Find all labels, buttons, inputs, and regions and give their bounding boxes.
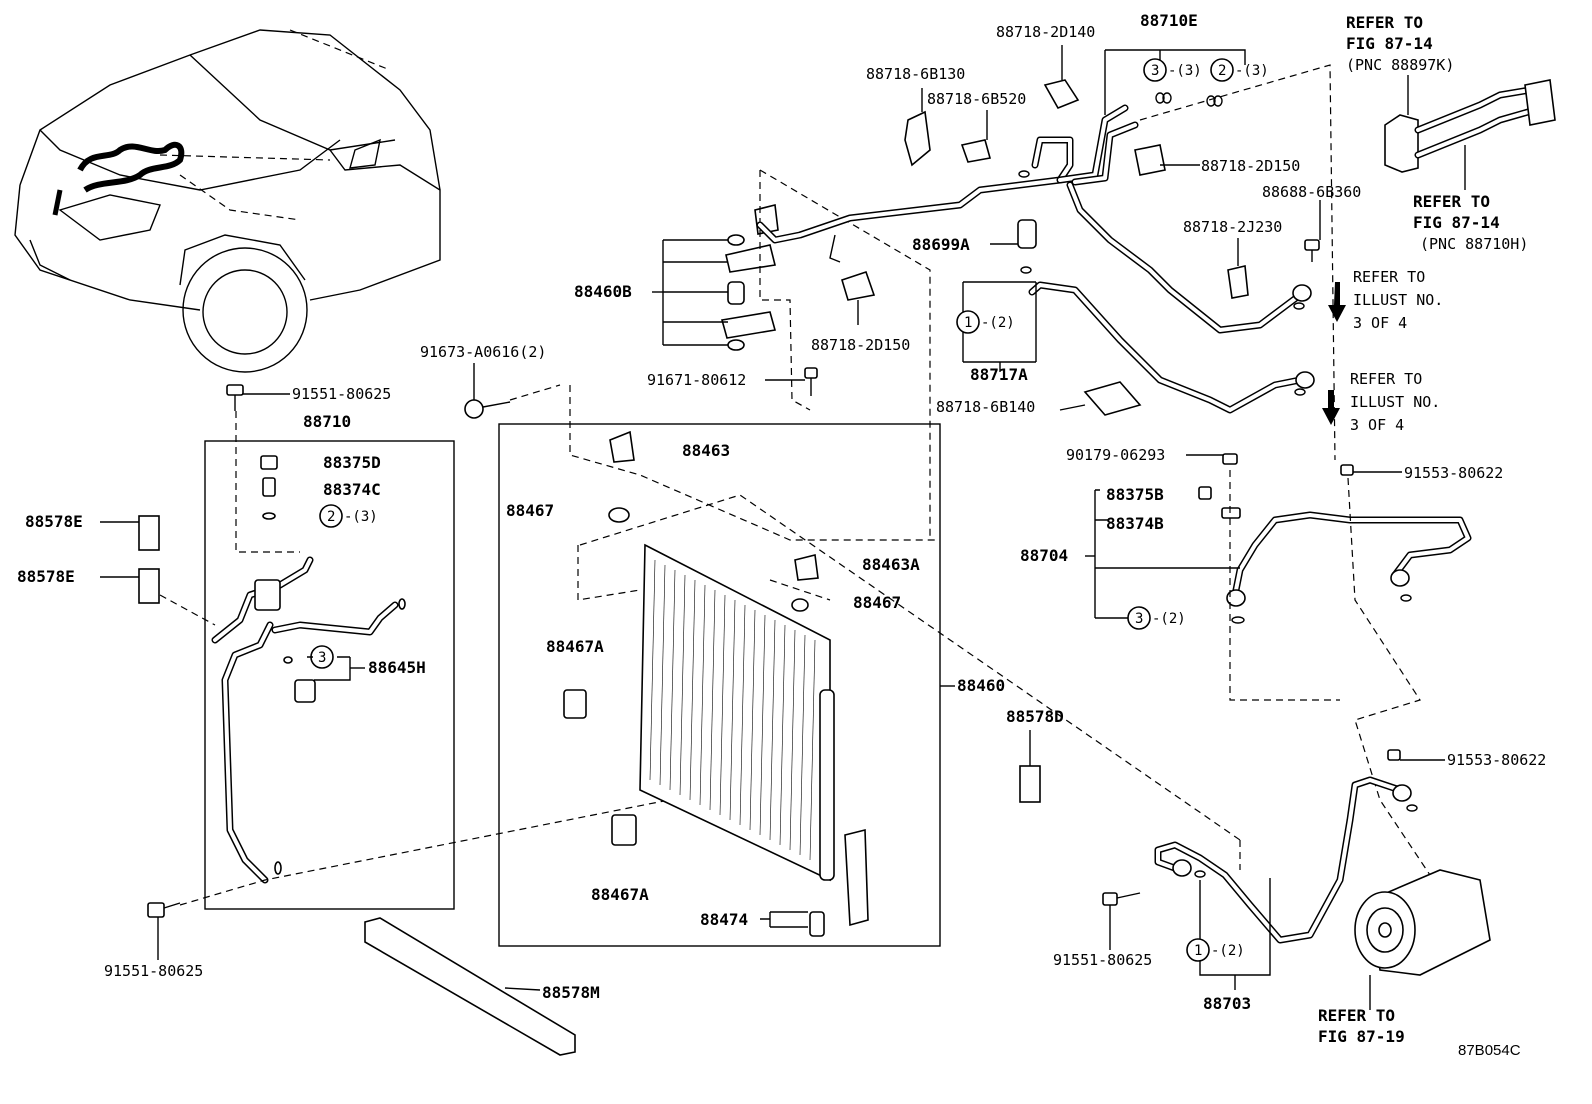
qty-88703: -(2) xyxy=(1211,943,1245,959)
bar-88578M xyxy=(364,917,576,1056)
label-88578E-2: 88578E xyxy=(17,567,75,586)
label-88460: 88460 xyxy=(957,676,1005,695)
label-88467-2: 88467 xyxy=(853,593,901,612)
circle-1-88703: 1 xyxy=(1194,943,1202,959)
ref3-line2: ILLUST NO. xyxy=(1353,291,1443,309)
assembly-88710 xyxy=(204,411,455,910)
circle-2-top: 2 xyxy=(1218,63,1226,79)
ref5-line2: FIG 87-19 xyxy=(1318,1027,1405,1046)
ref2-line3: (PNC 88710H) xyxy=(1420,235,1528,253)
label-88710E: 88710E xyxy=(1140,11,1198,30)
pad-88578D xyxy=(1019,730,1041,803)
label-88718-6B520: 88718-6B520 xyxy=(927,90,1026,108)
ref1-line1: REFER TO xyxy=(1346,13,1423,32)
label-91551-80625-top: 91551-80625 xyxy=(292,385,391,403)
label-88718-6B130: 88718-6B130 xyxy=(866,65,965,83)
circle-3-top: 3 xyxy=(1151,63,1159,79)
hose-88703 xyxy=(1102,749,1445,990)
label-90179-06293: 90179-06293 xyxy=(1066,446,1165,464)
pipe-88710E xyxy=(756,49,1336,461)
label-88717A: 88717A xyxy=(970,365,1028,384)
ref1-line2: FIG 87-14 xyxy=(1346,34,1433,53)
label-91671-80612: 91671-80612 xyxy=(647,371,746,389)
label-91673-A0616: 91673-A0616(2) xyxy=(420,343,546,361)
label-88374B: 88374B xyxy=(1106,514,1164,533)
compressor xyxy=(1354,869,1491,1010)
label-88718-2D150-bottom: 88718-2D150 xyxy=(811,336,910,354)
label-88463A: 88463A xyxy=(862,555,920,574)
reference-notes: REFER TO FIG 87-14 (PNC 88897K) REFER TO… xyxy=(1318,13,1528,1046)
switch-88699A xyxy=(962,219,1037,372)
clip-88578E xyxy=(100,515,216,626)
label-88718-6B140: 88718-6B140 xyxy=(936,398,1035,416)
circle-numbers: 3 2 1 2 3 3 1 xyxy=(318,63,1226,959)
label-91553-80622-2: 91553-80622 xyxy=(1447,751,1546,769)
hose-unit-top-right xyxy=(1384,75,1556,190)
ref4-line3: 3 OF 4 xyxy=(1350,416,1404,434)
pipe-88704 xyxy=(1085,453,1472,891)
label-88375D: 88375D xyxy=(323,453,381,472)
label-88578E-1: 88578E xyxy=(25,512,83,531)
part-labels: 88718-2D140 88710E 88718-6B130 88718-6B5… xyxy=(17,11,1546,1013)
ref5-line1: REFER TO xyxy=(1318,1006,1395,1025)
qty-88717A: -(2) xyxy=(981,315,1015,331)
label-88460B: 88460B xyxy=(574,282,632,301)
ref4-line2: ILLUST NO. xyxy=(1350,393,1440,411)
refer-arrows xyxy=(1322,282,1346,425)
label-88718-2D140: 88718-2D140 xyxy=(996,23,1095,41)
label-88710: 88710 xyxy=(303,412,351,431)
qty-88710: -(3) xyxy=(344,509,378,525)
bolt-91673 xyxy=(464,363,561,419)
label-88467A-2: 88467A xyxy=(591,885,649,904)
ref4-line1: REFER TO xyxy=(1350,370,1422,388)
bracket-88460B xyxy=(652,169,931,540)
condenser-88460 xyxy=(498,385,1241,947)
label-88467A-1: 88467A xyxy=(546,637,604,656)
qty-2-top: -(3) xyxy=(1235,63,1269,79)
label-88463: 88463 xyxy=(682,441,730,460)
label-88718-2D150-top: 88718-2D150 xyxy=(1201,157,1300,175)
label-88375B: 88375B xyxy=(1106,485,1164,504)
ref3-line3: 3 OF 4 xyxy=(1353,314,1407,332)
ref2-line1: REFER TO xyxy=(1413,192,1490,211)
quantity-labels: -(3) -(3) -(2) -(3) -(2) -(2) xyxy=(344,63,1269,959)
ref3-line1: REFER TO xyxy=(1353,268,1425,286)
callout-circles xyxy=(307,58,1234,962)
diagram-code: 87B054C xyxy=(1458,1042,1521,1059)
qty-3-top: -(3) xyxy=(1168,63,1202,79)
vehicle-illustration xyxy=(14,29,441,373)
label-88474: 88474 xyxy=(700,910,748,929)
label-88578D: 88578D xyxy=(1006,707,1064,726)
label-88704: 88704 xyxy=(1020,546,1068,565)
clamp-group xyxy=(841,45,1321,416)
label-88699A: 88699A xyxy=(912,235,970,254)
label-88645H: 88645H xyxy=(368,658,426,677)
circle-3-88645H: 3 xyxy=(318,650,326,666)
ref2-line2: FIG 87-14 xyxy=(1413,213,1500,232)
circle-1-88717A: 1 xyxy=(964,315,972,331)
label-88703: 88703 xyxy=(1203,994,1251,1013)
circle-2-88710: 2 xyxy=(327,509,335,525)
label-88578M: 88578M xyxy=(542,983,600,1002)
label-88467-1: 88467 xyxy=(506,501,554,520)
ref1-line3: (PNC 88897K) xyxy=(1346,56,1454,74)
label-88718-2J230: 88718-2J230 xyxy=(1183,218,1282,236)
bolt-91551-bottom-left xyxy=(147,779,771,960)
qty-88704: -(2) xyxy=(1152,611,1186,627)
circle-3-88704: 3 xyxy=(1135,611,1143,627)
label-91551-80625-bottom-right: 91551-80625 xyxy=(1053,951,1152,969)
label-88374C: 88374C xyxy=(323,480,381,499)
label-91553-80622-1: 91553-80622 xyxy=(1404,464,1503,482)
label-91551-80625-bottom-left: 91551-80625 xyxy=(104,962,203,980)
label-88688-6B360: 88688-6B360 xyxy=(1262,183,1361,201)
bolt-91551-top xyxy=(226,384,290,411)
